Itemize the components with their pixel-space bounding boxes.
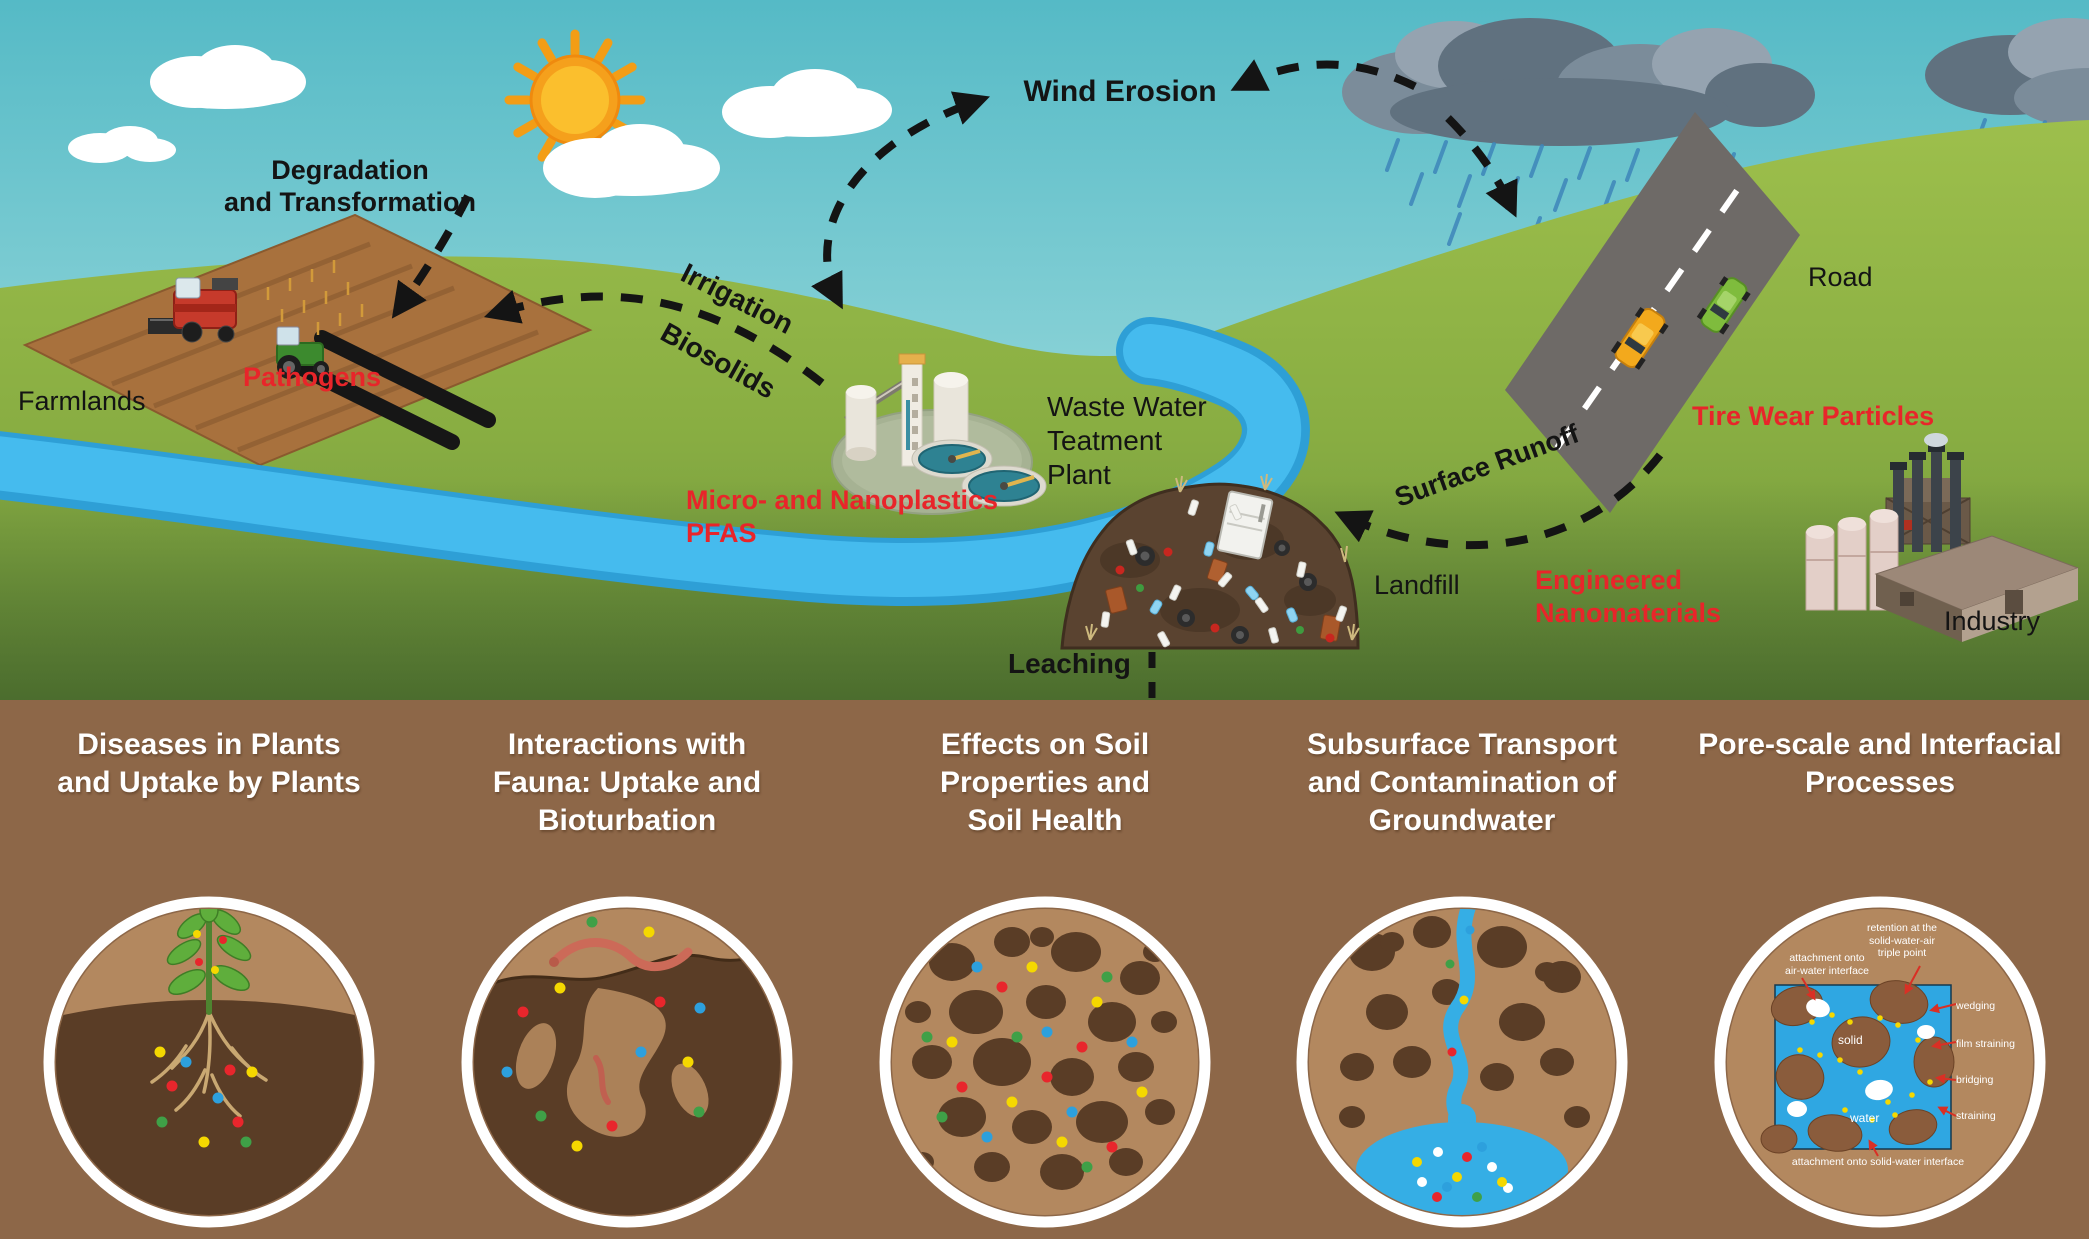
arrow-surface-runoff bbox=[1334, 452, 1664, 550]
landfill-illustration bbox=[1060, 473, 1360, 650]
industry-illustration bbox=[1805, 433, 2080, 642]
pore-label-bridging: bridging bbox=[1956, 1074, 1994, 1086]
pore-label-straining: straining bbox=[1956, 1110, 1996, 1122]
circle-fauna-illustration bbox=[461, 896, 793, 1228]
clouds bbox=[68, 45, 892, 198]
river bbox=[0, 317, 1310, 607]
label-road: Road bbox=[1808, 262, 1873, 292]
panel-title-groundwater: Subsurface Transport and Contamination o… bbox=[1306, 728, 1618, 837]
label-industry: Industry bbox=[1944, 606, 2041, 636]
pore-label-wedging: wedging bbox=[1956, 1000, 1996, 1012]
label-degradation-transformation: Degradation and Transformation bbox=[223, 155, 477, 217]
label-wwtp: Waste Water Teatment Plant bbox=[1047, 391, 1207, 490]
rain-cloud-icon bbox=[1342, 18, 2089, 146]
panel-title-porescale: Pore-scale and Interfacial Processes bbox=[1698, 728, 2062, 799]
wheat-rows bbox=[266, 260, 364, 344]
label-micro-nanoplastics-pfas: Micro- and Nanoplastics PFAS bbox=[686, 485, 999, 548]
arrow-winderosion-clouds bbox=[1230, 59, 1420, 92]
pore-label-attachment-solid-water: attachment onto solid-water interface bbox=[1791, 1156, 1965, 1168]
label-farmlands: Farmlands bbox=[18, 386, 146, 416]
label-landfill: Landfill bbox=[1374, 570, 1460, 600]
pore-label-water: water bbox=[1850, 1111, 1880, 1125]
pore-label-retention-triple-point: retention at the solid-water-air triple … bbox=[1866, 922, 1938, 959]
label-tire-wear-particles: Tire Wear Particles bbox=[1692, 401, 1935, 431]
label-wind-erosion: Wind Erosion bbox=[1023, 75, 1217, 108]
trash-bits bbox=[1115, 547, 1335, 643]
wwtp-illustration bbox=[831, 353, 1047, 515]
pore-label-solid: solid bbox=[1838, 1033, 1863, 1047]
arrow-irrigation-biosolids bbox=[483, 289, 825, 387]
bottles bbox=[1100, 499, 1348, 648]
blue-bottles bbox=[1149, 541, 1298, 623]
circle-porescale-illustration bbox=[1714, 896, 2046, 1228]
circle-soil-illustration bbox=[879, 896, 1211, 1228]
farm-field bbox=[22, 213, 593, 467]
pore-label-film-straining: film straining bbox=[1956, 1038, 2015, 1050]
road-illustration bbox=[1505, 112, 1800, 513]
tires bbox=[1135, 540, 1317, 644]
panel-title-plants: Diseases in Plants and Uptake by Plants bbox=[57, 728, 361, 799]
barrels bbox=[1105, 558, 1342, 642]
label-pathogens: Pathogens bbox=[243, 362, 382, 392]
pore-label-attachment-air-water: attachment onto air-water interface bbox=[1784, 952, 1870, 977]
arrow-rain-down bbox=[1445, 115, 1518, 218]
harvester-icon bbox=[148, 277, 238, 343]
panel-title-soil: Effects on Soil Properties and Soil Heal… bbox=[939, 728, 1151, 837]
circle-groundwater-illustration bbox=[1296, 896, 1628, 1228]
label-engineered-nanomaterials: Engineered Nanomaterials bbox=[1535, 565, 1722, 628]
arrow-degradation bbox=[391, 194, 472, 319]
tractor-icon bbox=[276, 326, 329, 379]
green-car-icon bbox=[1696, 276, 1751, 335]
panel-title-fauna: Interactions with Fauna: Uptake and Biot… bbox=[492, 728, 762, 837]
grass-tufts bbox=[1085, 473, 1360, 641]
circle-plants-illustration bbox=[43, 896, 375, 1228]
yellow-car-icon bbox=[1610, 306, 1669, 370]
plowed-strips bbox=[278, 330, 496, 450]
label-leaching: Leaching bbox=[1008, 648, 1131, 679]
